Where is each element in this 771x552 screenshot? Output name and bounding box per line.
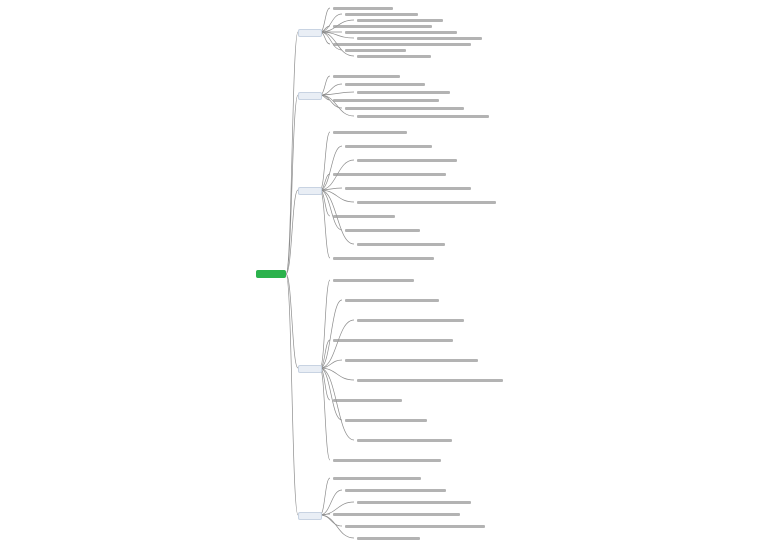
leaf-node [357, 55, 431, 58]
leaf-node [333, 7, 393, 10]
leaf-node [333, 279, 414, 282]
branch-connector [285, 31, 299, 275]
leaf-node [357, 319, 464, 322]
branch-connector [285, 273, 299, 516]
leaf-node [345, 525, 485, 528]
leaf-node [333, 477, 421, 480]
leaf-node [357, 37, 482, 40]
leaf-connector [319, 514, 355, 539]
leaf-node [333, 75, 400, 78]
leaf-node [357, 379, 503, 382]
leaf-node [333, 513, 460, 516]
leaf-connector [319, 367, 355, 441]
leaf-node [345, 187, 471, 190]
leaf-connector [319, 145, 343, 191]
leaf-connector [319, 189, 343, 231]
leaf-connector [319, 477, 331, 516]
leaf-node [333, 131, 407, 134]
leaf-connector [319, 514, 343, 527]
leaf-node [345, 419, 427, 422]
branch-node[interactable] [298, 365, 322, 373]
leaf-node [357, 19, 443, 22]
root-node[interactable] [256, 270, 286, 278]
leaf-node [345, 107, 464, 110]
leaf-node [345, 359, 478, 362]
leaf-node [345, 31, 457, 34]
leaf-node [333, 173, 446, 176]
branch-connector [285, 189, 299, 275]
leaf-node [357, 159, 457, 162]
leaf-node [357, 91, 450, 94]
leaf-node [345, 83, 425, 86]
branch-node[interactable] [298, 92, 322, 100]
branch-node[interactable] [298, 29, 322, 37]
leaf-node [357, 243, 445, 246]
branch-connector [285, 273, 299, 369]
leaf-node [333, 25, 432, 28]
leaf-connector [319, 7, 331, 33]
leaf-node [333, 399, 402, 402]
leaf-connector [319, 367, 343, 421]
leaf-node [333, 339, 453, 342]
leaf-node [333, 257, 434, 260]
leaf-connector [319, 189, 331, 259]
leaf-node [357, 537, 420, 540]
leaf-node [345, 145, 432, 148]
branch-node[interactable] [298, 187, 322, 195]
leaf-node [333, 43, 471, 46]
leaf-connector [319, 489, 343, 516]
leaf-node [357, 115, 489, 118]
leaf-connector [319, 91, 355, 96]
leaf-node [345, 49, 406, 52]
leaf-node [345, 13, 418, 16]
leaf-connector [319, 299, 343, 369]
leaf-node [333, 99, 439, 102]
branch-node[interactable] [298, 512, 322, 520]
branch-connector [285, 94, 299, 275]
leaf-connector [319, 367, 355, 381]
leaf-node [333, 215, 395, 218]
leaf-node [345, 229, 420, 232]
leaf-node [345, 299, 439, 302]
leaf-node [333, 459, 441, 462]
leaf-connector [319, 94, 355, 117]
leaf-node [357, 201, 496, 204]
leaf-connector [319, 13, 343, 33]
leaf-node [357, 439, 452, 442]
leaf-node [345, 489, 446, 492]
leaf-node [357, 501, 471, 504]
leaf-connector [319, 189, 355, 203]
leaf-connector [319, 319, 355, 369]
